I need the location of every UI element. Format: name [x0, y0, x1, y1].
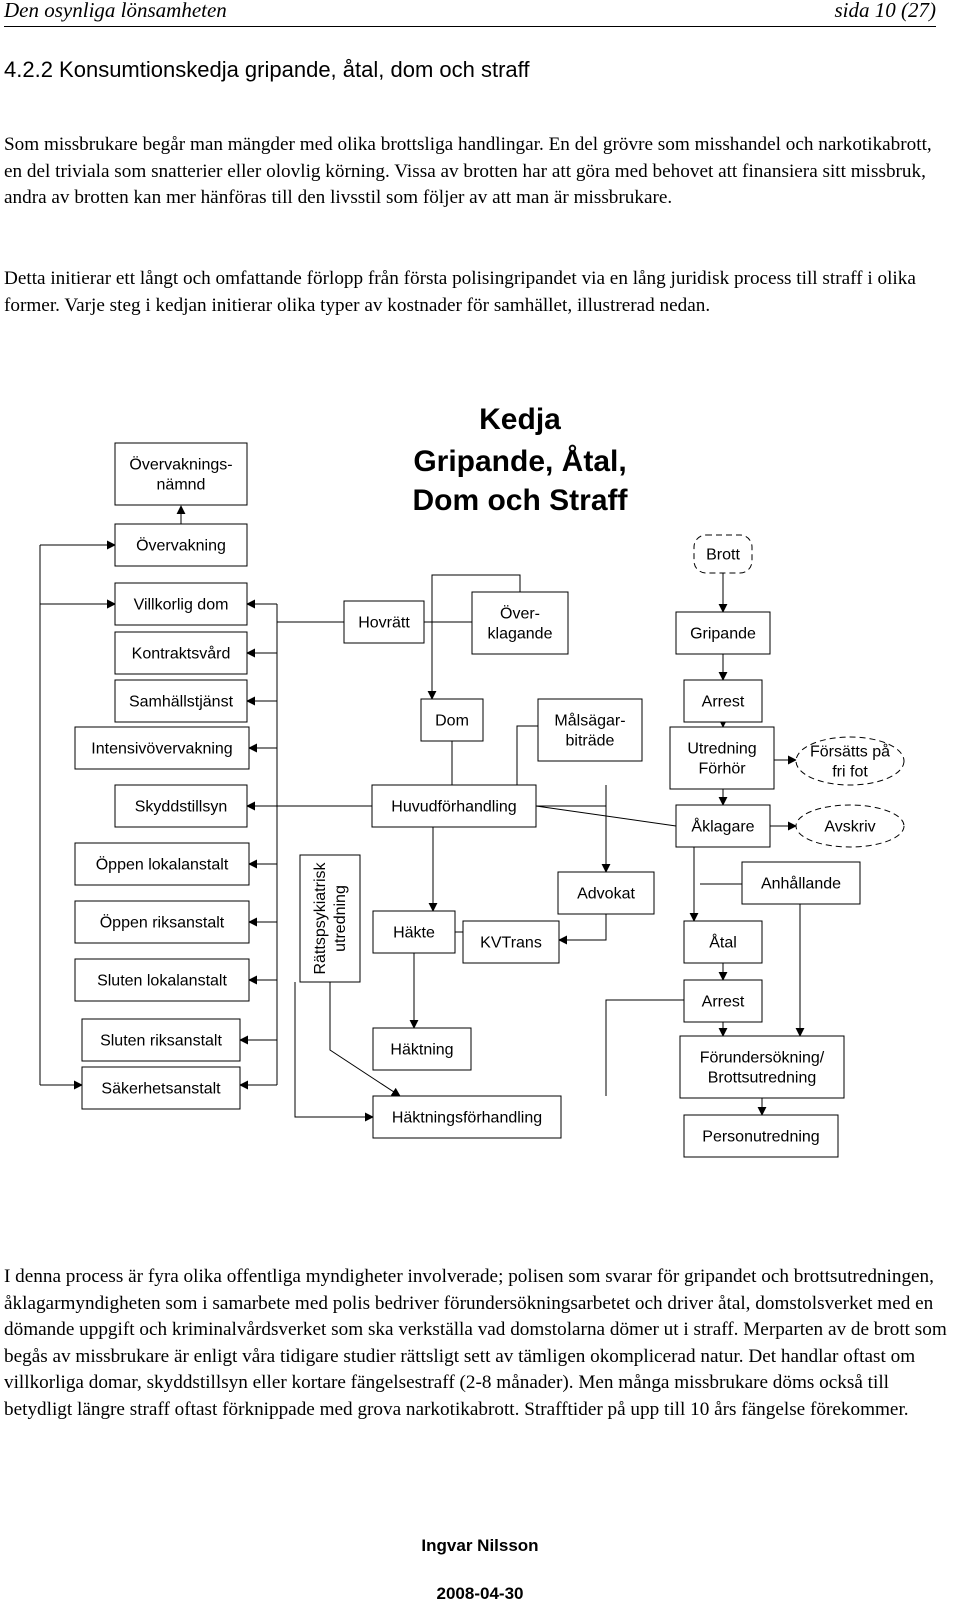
svg-text:Sluten riksanstalt: Sluten riksanstalt: [100, 1033, 222, 1050]
svg-text:Åtal: Åtal: [709, 933, 737, 952]
svg-text:Brottsutredning: Brottsutredning: [708, 1070, 817, 1087]
footer-date: 2008-04-30: [436, 1584, 524, 1603]
svg-text:Huvudförhandling: Huvudförhandling: [391, 799, 516, 816]
box-sluten-riksanstalt: Sluten riksanstalt: [81, 1018, 241, 1062]
svg-text:utredning: utredning: [332, 885, 349, 952]
diagram-title-line-2: Gripande, Åtal,: [413, 445, 626, 478]
box-skyddstillsyn: Skyddstillsyn: [114, 784, 248, 828]
diagram-title-line-3: Dom och Straff: [412, 484, 628, 517]
svg-text:Arrest: Arrest: [702, 694, 745, 711]
svg-text:Personutredning: Personutredning: [702, 1129, 819, 1146]
svg-text:Avskriv: Avskriv: [824, 819, 875, 836]
header-rule: [4, 26, 936, 27]
box-sluten-lokalanstalt: Sluten lokalanstalt: [74, 958, 250, 1002]
box-overvakningsnamnd: Övervaknings-nämnd: [114, 442, 248, 506]
box-atal: Åtal: [683, 920, 763, 964]
box-advokat: Advokat: [557, 871, 655, 915]
box-kvtrans: KVTrans: [462, 920, 560, 964]
box-anhallande: Anhållande: [741, 861, 861, 905]
svg-text:Kontraktsvård: Kontraktsvård: [132, 645, 231, 663]
svg-text:Hovrätt: Hovrätt: [358, 615, 410, 632]
svg-text:nämnd: nämnd: [157, 477, 206, 494]
svg-text:Samhällstjänst: Samhällstjänst: [129, 694, 234, 711]
box-overklagande: Över-klagande: [471, 591, 569, 655]
box-avskriv: Avskriv: [795, 804, 905, 848]
paragraph-authorities: I denna process är fyra olika offentliga…: [4, 1266, 947, 1420]
svg-text:Förhör: Förhör: [698, 761, 746, 778]
svg-text:fri fot: fri fot: [832, 764, 868, 781]
connector: [605, 999, 684, 1096]
box-huvudforhandling: Huvudförhandling: [371, 784, 537, 828]
box-sakerhetsanstalt: Säkerhetsanstalt: [81, 1066, 241, 1110]
svg-text:Öppen lokalanstalt: Öppen lokalanstalt: [96, 856, 229, 874]
box-haktningsforhandling: Häktningsförhandling: [372, 1095, 562, 1139]
svg-text:Gripande: Gripande: [690, 626, 756, 643]
box-brott: Brott: [693, 534, 753, 574]
connector: [329, 982, 401, 1097]
box-arrest1: Arrest: [683, 679, 763, 723]
section-heading: 4.2.2 Konsumtionskedja gripande, åtal, d…: [4, 57, 530, 82]
footer-author: Ingvar Nilsson: [421, 1536, 539, 1555]
box-overvakning: Övervakning: [114, 523, 248, 567]
box-arrest2: Arrest: [683, 979, 763, 1023]
box-aklagare: Åklagare: [675, 804, 771, 848]
connector: [535, 805, 677, 827]
svg-text:Anhållande: Anhållande: [761, 875, 841, 893]
box-samhallstjanst: Samhällstjänst: [114, 679, 248, 723]
box-gripande: Gripande: [675, 611, 771, 655]
connector: [294, 982, 374, 1122]
svg-text:biträde: biträde: [566, 733, 615, 750]
svg-text:klagande: klagande: [488, 626, 553, 643]
paragraph-process: Detta initierar ett långt och omfattande…: [4, 268, 916, 316]
svg-text:Brott: Brott: [706, 547, 740, 564]
svg-text:Häkte: Häkte: [393, 925, 435, 942]
svg-text:Åklagare: Åklagare: [691, 817, 754, 836]
box-malsagarbitrade: Målsägar-biträde: [537, 698, 643, 762]
svg-text:Advokat: Advokat: [577, 886, 635, 903]
box-hakte: Häkte: [372, 910, 456, 954]
connector: [427, 574, 521, 700]
svg-text:Sluten lokalanstalt: Sluten lokalanstalt: [97, 973, 227, 990]
box-personutredning: Personutredning: [683, 1114, 839, 1158]
connector: [558, 914, 607, 945]
svg-text:Säkerhetsanstalt: Säkerhetsanstalt: [101, 1081, 221, 1098]
box-oppen-lokalanstalt: Öppen lokalanstalt: [74, 842, 250, 886]
svg-text:Dom: Dom: [435, 713, 469, 730]
box-forundersokning: Förundersökning/Brottsutredning: [679, 1035, 845, 1099]
svg-text:Utredning: Utredning: [687, 741, 756, 758]
box-dom: Dom: [420, 698, 484, 742]
svg-text:Skyddstillsyn: Skyddstillsyn: [135, 799, 227, 816]
svg-text:Villkorlig dom: Villkorlig dom: [134, 597, 229, 614]
box-forsatts: Försätts på fri fot: [795, 736, 905, 786]
box-kontraktsvard: Kontraktsvård: [114, 631, 248, 675]
svg-text:Rättspsykiatrisk: Rättspsykiatrisk: [312, 861, 329, 974]
diagram-title-line-1: Kedja: [479, 403, 561, 436]
svg-text:Arrest: Arrest: [702, 994, 745, 1011]
svg-text:Över-: Över-: [500, 605, 540, 623]
svg-text:Målsägar-: Målsägar-: [554, 712, 625, 730]
svg-text:Häktning: Häktning: [390, 1042, 453, 1059]
svg-text:Öppen riksanstalt: Öppen riksanstalt: [100, 914, 225, 932]
svg-text:Häktningsförhandling: Häktningsförhandling: [392, 1110, 542, 1127]
svg-text:Försätts på: Försätts på: [810, 743, 890, 761]
paragraph-intro: Som missbrukare begår man mängder med ol…: [4, 134, 932, 208]
header-page-number: sida 10 (27): [834, 0, 937, 22]
box-villkorlig-dom: Villkorlig dom: [114, 582, 248, 626]
svg-text:Intensivövervakning: Intensivövervakning: [91, 741, 232, 758]
box-intensivovervakning: Intensivövervakning: [74, 726, 250, 770]
svg-text:KVTrans: KVTrans: [480, 935, 542, 952]
svg-text:Övervaknings-: Övervaknings-: [129, 456, 232, 474]
connector: [516, 725, 538, 785]
svg-text:Övervakning: Övervakning: [136, 537, 226, 555]
box-haktning: Häktning: [372, 1027, 472, 1071]
box-oppen-riksanstalt: Öppen riksanstalt: [74, 900, 250, 944]
svg-text:Förundersökning/: Förundersökning/: [700, 1050, 825, 1067]
box-hovratt: Hovrätt: [343, 600, 425, 644]
header-document-title: Den osynliga lönsamheten: [4, 0, 227, 22]
